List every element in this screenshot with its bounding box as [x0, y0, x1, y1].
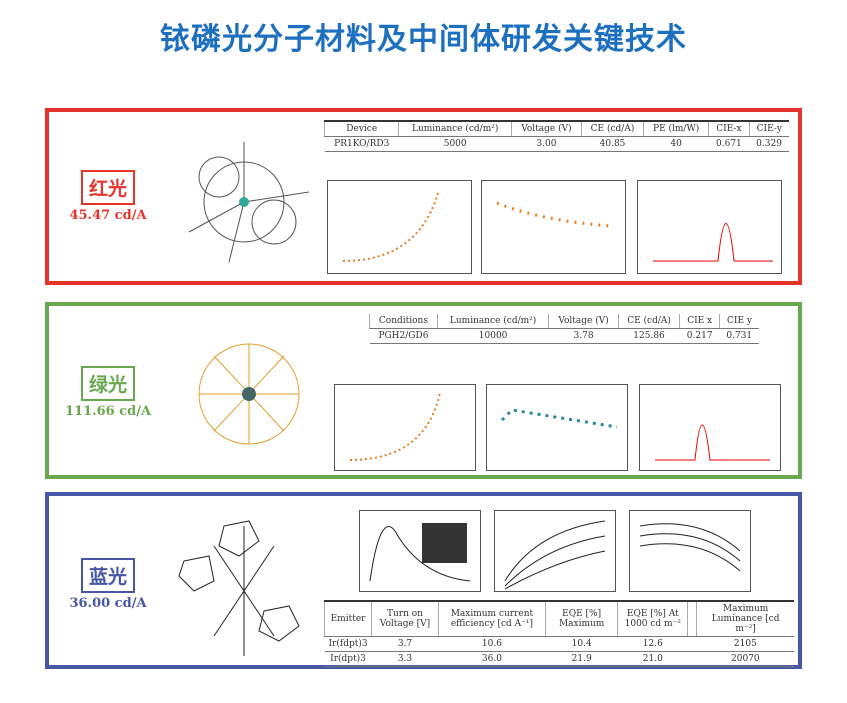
table-header: EQE [%] Maximum [544, 601, 618, 637]
table-header: Conditions [369, 314, 438, 329]
table-header: CE (cd/A) [580, 121, 644, 137]
table-cell: PGH2/GD6 [369, 328, 438, 344]
table-cell: 3.78 [548, 328, 619, 344]
red-spectrum-chart [637, 180, 782, 274]
table-cell: 40.85 [581, 136, 644, 152]
table-cell: 0.731 [719, 328, 759, 344]
table-header: Luminance (cd/m²) [398, 121, 512, 137]
table-cell: 21.9 [545, 651, 618, 667]
table-cell: 21.0 [617, 651, 688, 667]
table-cell: 10000 [437, 328, 549, 344]
table-header: Voltage (V) [548, 314, 619, 329]
table-cell: 20070 [696, 651, 794, 667]
table-cell: Ir(fdpt)3 [324, 636, 372, 652]
red-luminance-chart [327, 180, 472, 274]
red-efficiency-chart [481, 180, 626, 274]
table-cell: 10.6 [438, 636, 546, 652]
table-header: Turn on Voltage [V] [371, 601, 439, 637]
table-header: Maximum current efficiency [cd A⁻¹] [437, 601, 546, 637]
blue-molecule-structure [178, 520, 300, 656]
table-header: CIE x [679, 314, 720, 329]
table-header [687, 601, 697, 637]
table-header: EQE [%] At 1000 cd m⁻² [617, 601, 688, 637]
red-efficiency: 45.47 cd/A [69, 208, 147, 223]
table-header: Device [323, 121, 399, 137]
table-header: Emitter [323, 601, 372, 637]
table-header: Voltage (V) [510, 121, 582, 137]
table-header: Luminance (cd/m²) [436, 314, 549, 329]
page-title: 铱磷光分子材料及中间体研发关键技术 [160, 22, 687, 57]
blue-label: 蓝光 36.00 cd/A [63, 558, 153, 611]
green-spectrum-chart [639, 384, 781, 471]
table-cell [687, 636, 697, 652]
green-molecule-structure [198, 343, 300, 445]
table-cell: 5000 [398, 136, 512, 152]
table-header: CE (cd/A) [617, 314, 680, 329]
table-cell: 3.7 [371, 636, 439, 652]
table-header: Maximum Luminance [cd m⁻²] [696, 601, 794, 637]
table-cell: 0.671 [708, 136, 750, 152]
table-cell: 125.86 [618, 328, 680, 344]
blue-luminance-chart [494, 510, 616, 592]
table-cell: 12.6 [617, 636, 688, 652]
green-label: 绿光 111.66 cd/A [63, 366, 153, 419]
green-badge: 绿光 [80, 366, 135, 401]
red-label: 红光 45.47 cd/A [63, 170, 153, 223]
table-cell: 3.00 [511, 136, 582, 152]
green-luminance-chart [334, 384, 476, 471]
blue-spectrum-chart [359, 510, 481, 592]
blue-efficiency: 36.00 cd/A [69, 596, 147, 611]
red-badge: 红光 [80, 170, 135, 205]
table-cell: 36.0 [438, 651, 546, 667]
table-header: CIE-y [748, 121, 789, 137]
blue-eqe-chart [629, 510, 751, 592]
green-efficiency: 111.66 cd/A [64, 404, 152, 419]
green-efficiency-chart [486, 384, 628, 471]
table-cell: 0.329 [749, 136, 789, 152]
table-cell: 10.4 [545, 636, 618, 652]
table-cell: 40 [643, 136, 709, 152]
table-cell: 3.3 [371, 651, 439, 667]
table-cell [687, 651, 697, 667]
table-cell: 2105 [696, 636, 794, 652]
red-molecule-structure [188, 142, 310, 263]
table-cell: 0.217 [679, 328, 720, 344]
table-cell: PR1KO/RD3 [324, 136, 399, 152]
table-header: CIE y [719, 314, 759, 329]
blue-badge: 蓝光 [80, 558, 135, 593]
table-header: CIE-x [708, 121, 750, 137]
table-cell: Ir(dpt)3 [324, 651, 372, 667]
table-header: PE (lm/W) [643, 121, 709, 137]
